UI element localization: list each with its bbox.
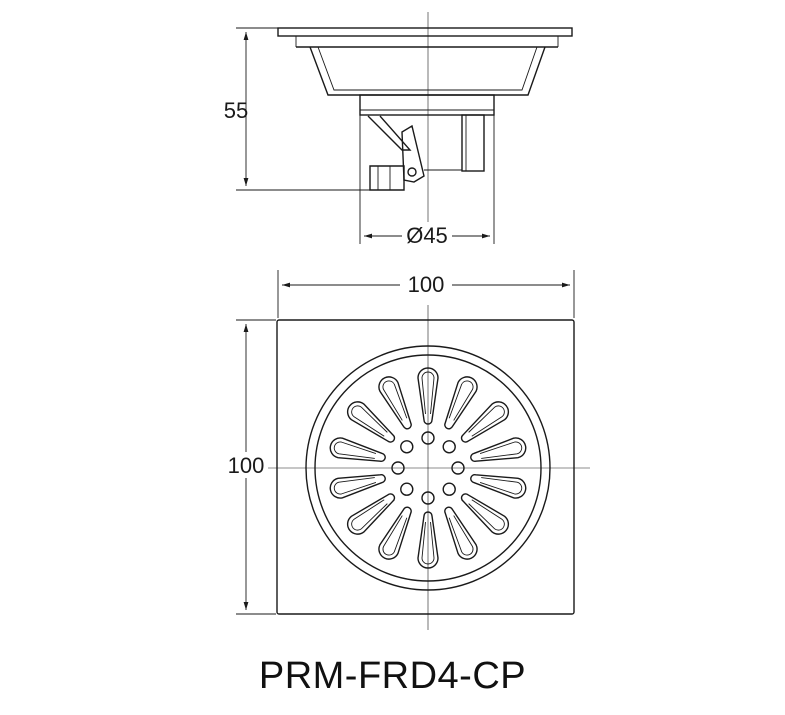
grate-holes — [391, 431, 465, 505]
grate-slot — [378, 506, 412, 560]
grate-hole — [442, 440, 456, 454]
grate-slot — [329, 437, 386, 462]
grate-slot — [444, 506, 478, 560]
outlet-pipe — [359, 94, 495, 116]
grate-hole — [391, 461, 405, 475]
trap-mechanism — [367, 114, 485, 191]
grate-hole — [421, 491, 435, 505]
model-code: PRM-FRD4-CP — [258, 655, 527, 697]
grate-hole — [400, 482, 414, 496]
dimension-height-55: 55 — [224, 27, 370, 191]
grate-slot — [329, 474, 386, 499]
side-view: 55 Ø45 — [224, 12, 573, 248]
grate-slot — [346, 401, 396, 443]
dimension-height-100: 100 — [222, 319, 276, 615]
dim-55-label: 55 — [224, 98, 248, 123]
dimension-diameter-45: Ø45 — [359, 115, 495, 248]
dim-diameter-label: Ø45 — [406, 223, 448, 248]
grate-hole — [442, 482, 456, 496]
grate-slot — [417, 511, 439, 569]
grate-slot — [460, 493, 510, 535]
grate-slots — [329, 367, 527, 569]
dim-height-label: 100 — [228, 453, 265, 478]
square-frame — [276, 319, 575, 615]
flange-top — [277, 27, 573, 37]
grate-hole — [421, 431, 435, 445]
grate-hole — [400, 440, 414, 454]
grate-slot — [346, 493, 396, 535]
grate-slot — [460, 401, 510, 443]
grate-hole — [451, 461, 465, 475]
grate-slot — [470, 474, 527, 499]
grate-slot — [444, 376, 478, 430]
top-view: 100 100 — [222, 270, 590, 630]
dim-width-label: 100 — [408, 272, 445, 297]
grate-slot — [470, 437, 527, 462]
grate-slot — [378, 376, 412, 430]
drain-body — [309, 46, 546, 96]
grate-slot — [417, 367, 439, 425]
dimension-width-100: 100 — [277, 270, 575, 318]
